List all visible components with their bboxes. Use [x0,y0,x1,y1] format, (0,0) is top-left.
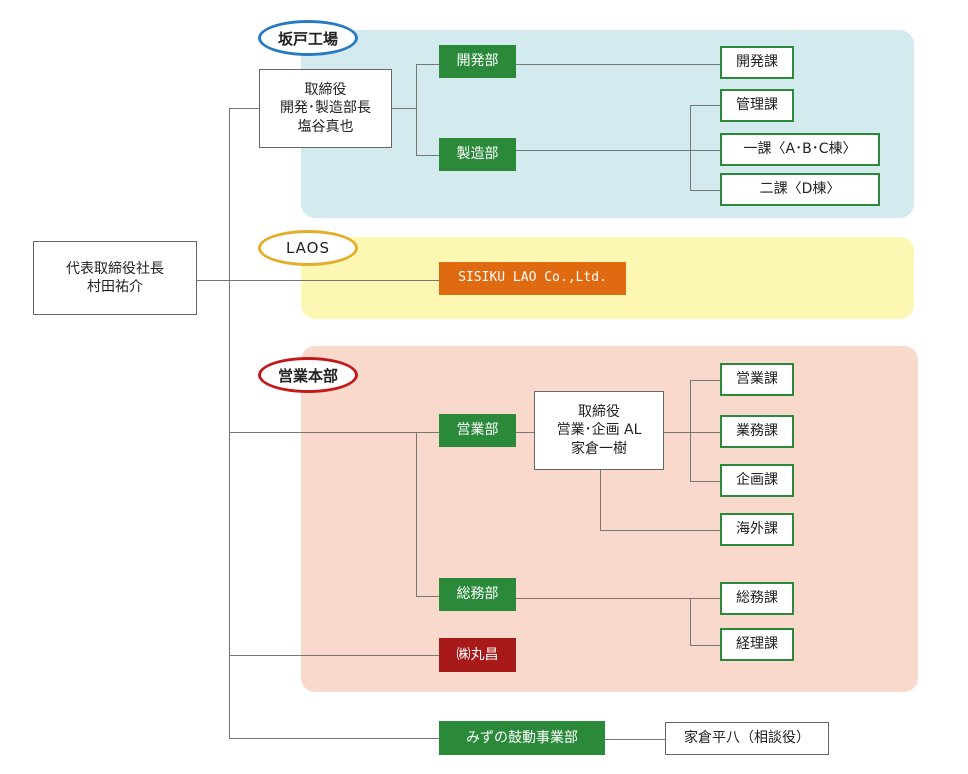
connector-line [416,64,417,155]
connector-line [690,105,691,190]
president-name: 村田祐介 [87,279,143,295]
connector-line [690,105,720,106]
section-somu: 総務課 [720,582,794,615]
dept-laos-company: SISIKU LAO Co.,Ltd. [439,262,626,295]
president-title: 代表取締役社長 [66,260,164,277]
director-name: 塩谷真也 [297,118,354,135]
group-label-sales: 営業本部 [258,357,358,393]
connector-line [229,432,439,433]
connector-line [516,64,720,65]
section-gyomu: 業務課 [720,415,794,448]
director-role: 開発･製造部長 [280,100,371,117]
connector-line [416,155,439,156]
connector-line [416,64,439,65]
connector-line [690,598,720,599]
advisor-box: 家倉平八（相談役） [665,722,829,755]
dept-development: 開発部 [439,45,516,78]
director-title: 取締役 [578,404,620,421]
connector-line [229,655,439,656]
dept-marusho: ㈱丸昌 [439,638,516,672]
dept-manufacturing: 製造部 [439,138,516,171]
connector-line [664,432,690,433]
sakado-director-box: 取締役 開発･製造部長 塩谷真也 [259,69,392,148]
section-eigyo: 営業課 [720,363,794,396]
director-title: 取締役 [304,82,347,99]
connector-line [516,598,690,599]
connector-line [229,108,259,109]
group-label-laos: LAOS [258,230,358,266]
dept-sales: 営業部 [439,414,516,447]
connector-line [690,150,720,151]
connector-line [229,108,230,738]
connector-line [690,645,720,646]
section-development: 開発課 [720,46,794,79]
dept-general-affairs: 総務部 [439,578,516,611]
director-role: 営業･企画 AL [556,422,642,439]
connector-line [416,432,417,596]
connector-line [690,380,720,381]
connector-line [197,280,439,281]
connector-line [690,432,720,433]
connector-line [516,150,690,151]
section-nika: 二課〈D棟〉 [720,173,880,206]
connector-line [600,470,601,530]
connector-line [516,432,534,433]
connector-line [416,596,439,597]
sales-director-box: 取締役 営業･企画 AL 家倉一樹 [534,391,664,470]
connector-line [690,481,720,482]
connector-line [690,598,691,645]
president-box: 代表取締役社長 村田祐介 [33,241,197,315]
connector-line [605,739,665,740]
section-ika: 一課〈A･B･C棟〉 [720,133,880,166]
section-management: 管理課 [720,89,794,122]
dept-mizuno: みずの鼓動事業部 [439,721,605,755]
connector-line [600,530,720,531]
connector-line [392,108,416,109]
group-label-sakado: 坂戸工場 [258,20,358,56]
section-kaigai: 海外課 [720,513,794,546]
connector-line [690,190,720,191]
section-kikaku: 企画課 [720,464,794,497]
connector-line [229,738,439,739]
connector-line [690,380,691,481]
section-keiri: 経理課 [720,628,794,661]
director-name: 家倉一樹 [571,440,627,457]
